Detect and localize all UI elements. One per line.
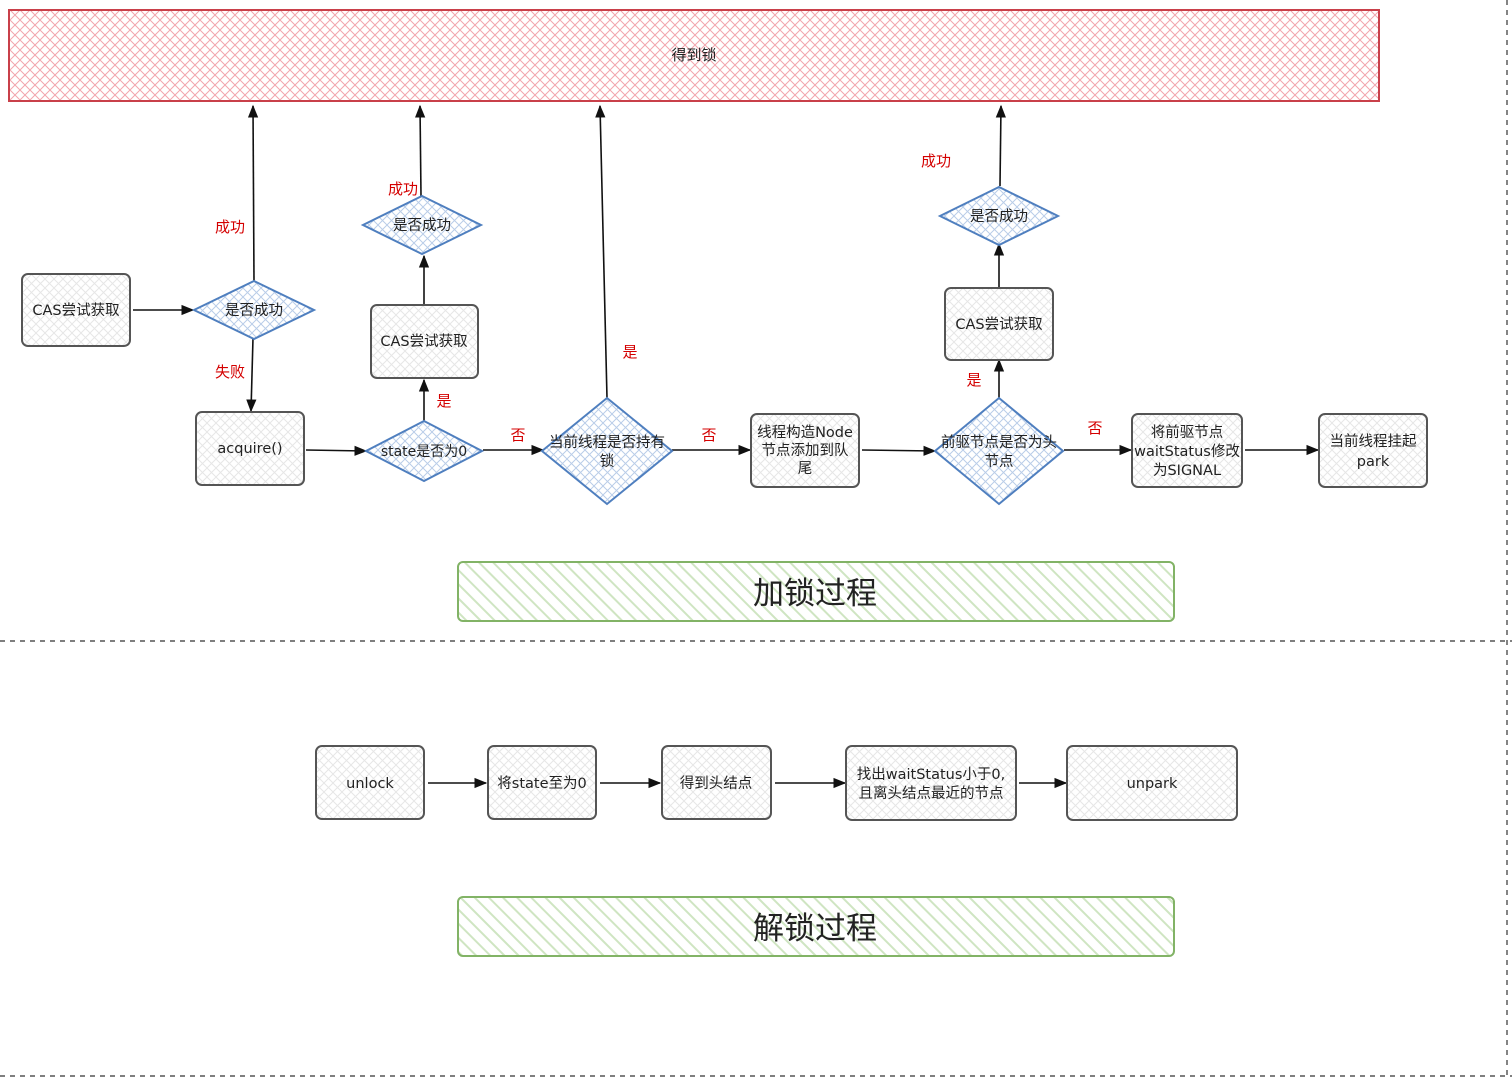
node-park: 当前线程挂起 park xyxy=(1318,413,1428,488)
node-cas-try-1-label: CAS尝试获取 xyxy=(32,302,120,319)
flow-edges xyxy=(133,104,1320,789)
edge-check1-success xyxy=(247,104,259,283)
edge-check3-success xyxy=(995,104,1006,187)
node-find-waiting: 找出waitStatus小于0, 且离头结点最近的节点 xyxy=(845,745,1017,821)
edge-holds-yes xyxy=(595,104,608,399)
edge-check1-fail xyxy=(246,337,257,413)
label-success-1: 成功 xyxy=(215,218,245,236)
edge-check2-success xyxy=(415,104,426,197)
lock-process-title: 加锁过程 xyxy=(753,576,877,612)
unlock-process-title: 解锁过程 xyxy=(753,911,877,947)
node-find-waiting-line1: 找出waitStatus小于0, xyxy=(857,766,1006,783)
decision-success-2: 是否成功 xyxy=(360,194,484,256)
node-set-signal-line3: 为SIGNAL xyxy=(1153,462,1221,479)
node-unlock: unlock xyxy=(315,745,425,820)
node-build-node-line3: 尾 xyxy=(798,461,813,477)
node-find-waiting-line2: 且离头结点最近的节点 xyxy=(859,785,1004,802)
decision-success-3-label: 是否成功 xyxy=(970,208,1028,225)
node-unpark-label: unpark xyxy=(1127,776,1178,792)
label-no-holds: 否 xyxy=(701,426,716,444)
node-get-head: 得到头结点 xyxy=(661,745,772,820)
node-park-line1: 当前线程挂起 xyxy=(1330,433,1417,450)
label-success-3: 成功 xyxy=(921,152,951,170)
decision-holds-lock-line2: 锁 xyxy=(600,453,615,470)
decision-success-1-label: 是否成功 xyxy=(225,302,283,319)
decision-success-2-label: 是否成功 xyxy=(393,217,451,234)
node-build-node-line1: 线程构造Node xyxy=(757,424,853,441)
node-acquire: acquire() xyxy=(195,411,305,486)
node-acquire-label: acquire() xyxy=(217,441,282,457)
edge-labels: 成功 失败 是 成功 否 是 否 成功 是 否 xyxy=(215,152,1103,444)
node-cas-try-3-label: CAS尝试获取 xyxy=(955,316,1043,333)
node-build-node-line2: 节点添加到队 xyxy=(762,442,849,459)
decision-prev-is-head-line2: 节点 xyxy=(985,453,1014,470)
lock-process-banner: 加锁过程 xyxy=(457,561,1175,622)
label-success-2: 成功 xyxy=(388,180,418,198)
edge-acquire-state xyxy=(305,445,368,456)
label-yes-holds: 是 xyxy=(622,343,637,361)
decision-state-zero-label: state是否为0 xyxy=(381,444,467,460)
edge-node-prev xyxy=(861,445,937,456)
label-no-prev: 否 xyxy=(1087,419,1102,437)
node-set-signal: 将前驱节点 waitStatus修改 为SIGNAL xyxy=(1131,413,1243,488)
node-cas-try-2-label: CAS尝试获取 xyxy=(380,333,468,350)
node-cas-try-2: CAS尝试获取 xyxy=(370,304,479,379)
node-unpark: unpark xyxy=(1066,745,1238,821)
lock-acquired-label: 得到锁 xyxy=(671,46,716,64)
node-build-node: 线程构造Node 节点添加到队 尾 xyxy=(750,413,860,488)
unlock-process-banner: 解锁过程 xyxy=(457,896,1175,957)
node-get-head-label: 得到头结点 xyxy=(680,775,753,792)
decision-state-zero: state是否为0 xyxy=(363,419,485,483)
lock-acquired-box: 得到锁 xyxy=(8,9,1380,102)
decision-success-3: 是否成功 xyxy=(937,185,1061,247)
node-cas-try-3: CAS尝试获取 xyxy=(944,287,1054,361)
node-set-state-zero-label: 将state至为0 xyxy=(497,775,586,792)
node-set-signal-line1: 将前驱节点 xyxy=(1151,424,1224,441)
label-no-state: 否 xyxy=(510,426,525,444)
decision-prev-is-head: 前驱节点是否为头 节点 xyxy=(933,396,1065,506)
node-cas-try-1: CAS尝试获取 xyxy=(21,273,131,347)
decision-holds-lock: 当前线程是否持有 锁 xyxy=(540,396,674,506)
label-yes-state: 是 xyxy=(436,392,451,410)
node-set-signal-line2: waitStatus修改 xyxy=(1134,443,1240,460)
node-unlock-label: unlock xyxy=(346,776,394,792)
decision-prev-is-head-line1: 前驱节点是否为头 xyxy=(941,434,1057,451)
node-park-line2: park xyxy=(1357,454,1390,470)
decision-holds-lock-line1: 当前线程是否持有 xyxy=(549,434,665,451)
decision-success-1: 是否成功 xyxy=(191,279,317,341)
node-set-state-zero: 将state至为0 xyxy=(487,745,597,820)
label-yes-prev: 是 xyxy=(966,371,981,389)
label-fail-1: 失败 xyxy=(215,363,245,381)
